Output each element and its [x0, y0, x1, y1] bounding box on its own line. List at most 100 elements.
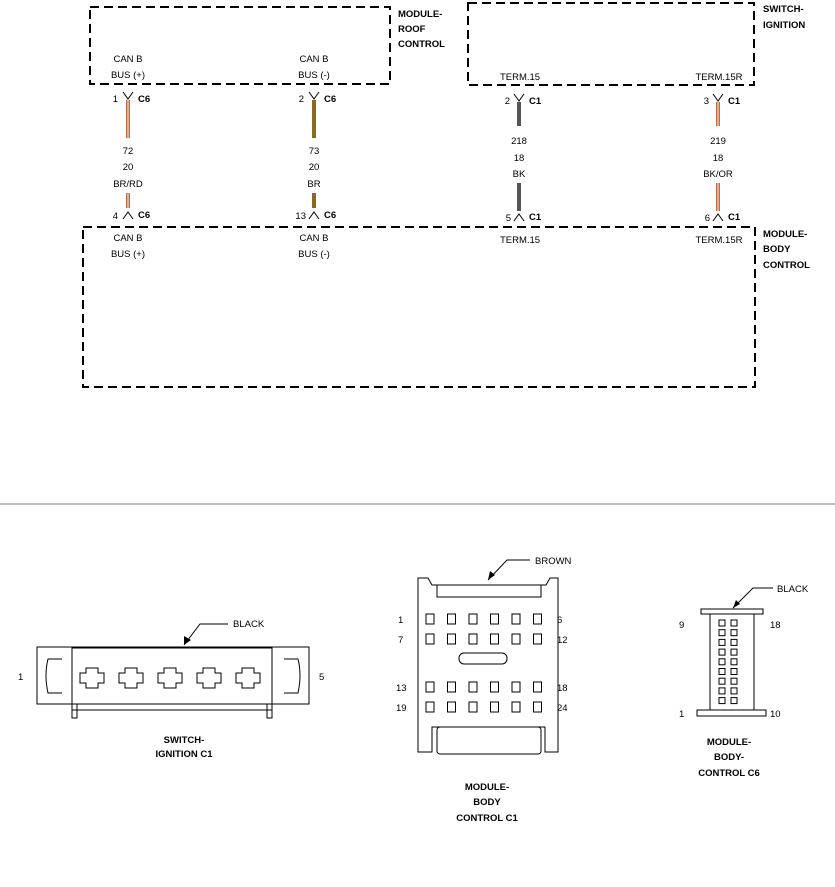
bcm-pin-label: BUS (-) — [298, 249, 330, 260]
cavity — [718, 619, 726, 627]
pin-number: 6 — [557, 615, 562, 626]
cavity — [468, 613, 478, 625]
cavity-number: 3 — [704, 96, 709, 107]
connector-body — [71, 647, 273, 711]
cavity-number: 2 — [299, 94, 304, 105]
connector-symbol — [122, 91, 134, 100]
connector-flange-bottom — [696, 709, 767, 717]
cavity — [468, 633, 478, 645]
connector-tab — [266, 703, 273, 719]
cavity — [533, 701, 542, 713]
circuit-can-b-minus: CAN B BUS (-) 2 C6 73 20 BR 13 C6 CAN B … — [295, 54, 336, 260]
cavity — [730, 668, 738, 675]
pin-number: 13 — [396, 683, 407, 694]
connector-latch-right — [284, 658, 301, 694]
cavity — [79, 667, 105, 689]
connector-body-control-c1: BROWN 1 6 7 12 13 18 19 24 MODULE- BODY … — [396, 556, 572, 824]
connector-name: BODY- — [714, 752, 744, 763]
connector-id: C6 — [324, 210, 336, 221]
ignition-pin-label: TERM.15 — [500, 72, 540, 83]
cavity — [718, 629, 726, 637]
wire-gauge: 20 — [123, 162, 134, 173]
circuit-term-15: TERM.15 2 C1 218 18 BK 5 C1 TERM.15 — [500, 72, 542, 246]
cavity — [511, 633, 521, 645]
roof-module-title-3: CONTROL — [398, 39, 445, 50]
cavity-number: 13 — [295, 211, 306, 222]
cavity — [718, 648, 726, 656]
roof-pin-label: BUS (-) — [298, 70, 330, 81]
wire-number: 73 — [309, 146, 320, 157]
connector-id: C1 — [728, 96, 741, 107]
cavity — [425, 633, 435, 645]
cavity — [511, 613, 521, 625]
cavity-number: 4 — [113, 211, 118, 222]
cavity — [468, 681, 478, 693]
cavity — [490, 633, 499, 645]
cavity — [118, 667, 144, 689]
cavity-grid — [718, 619, 738, 705]
connector-color-label: BLACK — [777, 584, 809, 595]
ignition-switch-title-2: IGNITION — [763, 20, 805, 31]
cavity — [468, 701, 478, 713]
cavity — [730, 687, 738, 695]
pin-number: 18 — [557, 683, 568, 694]
leader-arrow — [488, 571, 495, 580]
cavity — [425, 681, 435, 693]
wire-tracer — [717, 102, 719, 126]
cavity-grid — [425, 613, 542, 713]
ignition-pin-label: TERM.15R — [696, 72, 743, 83]
cavity — [235, 667, 261, 689]
cavity — [157, 667, 183, 689]
connector-id: C6 — [138, 210, 150, 221]
connector-tab — [71, 703, 78, 719]
cavity — [730, 677, 738, 685]
cavity — [196, 667, 222, 689]
circuit-can-b-plus: CAN B BUS (+) 1 C6 72 20 BR/RD 4 C6 CAN … — [111, 54, 150, 260]
circuit-term-15r: TERM.15R 3 C1 219 18 BK/OR 6 C1 TERM.15R — [696, 72, 743, 246]
pin-number: 12 — [557, 635, 568, 646]
bcm-pin-label: BUS (+) — [111, 249, 145, 260]
body-module-title-2: BODY — [763, 244, 791, 255]
connector-id: C1 — [728, 212, 741, 223]
connector-id: C6 — [324, 94, 336, 105]
cavity — [730, 697, 738, 705]
connector-symbol — [513, 93, 525, 102]
cavity-number: 2 — [505, 96, 510, 107]
cavity — [730, 648, 738, 656]
roof-module-title-1: MODULE- — [398, 9, 442, 20]
pin-number: 1 — [398, 615, 403, 626]
cavity-number: 6 — [705, 213, 710, 224]
cavity — [730, 629, 738, 637]
connector-color-label: BLACK — [233, 619, 265, 630]
connector-name: CONTROL C1 — [456, 813, 518, 824]
connector-latch-left — [45, 658, 62, 694]
roof-module-box — [89, 6, 391, 85]
wire-color: BR — [307, 179, 320, 190]
bcm-pin-label: CAN B — [113, 233, 142, 244]
connector-symbol — [308, 91, 320, 100]
connector-name: MODULE- — [465, 782, 509, 793]
cavity — [533, 681, 542, 693]
connector-key — [458, 652, 508, 665]
body-module-box — [82, 226, 756, 388]
wire-number: 219 — [710, 136, 726, 147]
cavity — [718, 687, 726, 695]
wire-br — [312, 100, 316, 138]
connector-id: C6 — [138, 94, 150, 105]
cavity — [730, 658, 738, 666]
wire-gauge: 20 — [309, 162, 320, 173]
connector-id: C1 — [529, 96, 542, 107]
connector-shell — [417, 577, 559, 753]
wire-tracer — [127, 193, 129, 208]
leader-line — [732, 587, 773, 609]
bcm-pin-label: TERM.15R — [696, 235, 743, 246]
cavity — [425, 701, 435, 713]
pin-number: 1 — [679, 709, 684, 720]
wire-gauge: 18 — [514, 153, 525, 164]
wire-gauge: 18 — [713, 153, 724, 164]
cavity-number: 5 — [506, 213, 511, 224]
roof-pin-label: CAN B — [113, 54, 142, 65]
bcm-pin-label: TERM.15 — [500, 235, 540, 246]
cavity — [718, 668, 726, 675]
